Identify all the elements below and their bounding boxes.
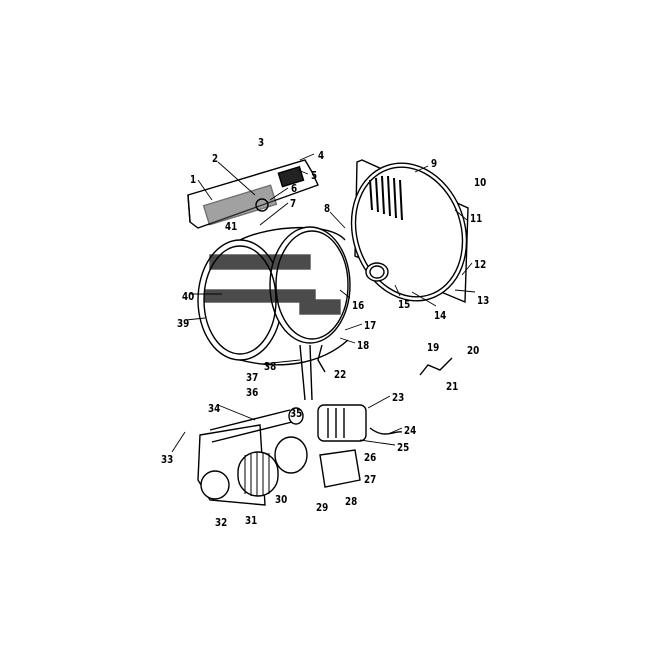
callout-33: 33: [161, 453, 174, 466]
rear-bulkhead: [350, 159, 469, 304]
callout-14: 14: [434, 309, 447, 322]
leader-lines: [171, 153, 476, 453]
callout-6: 6: [291, 182, 298, 195]
callout-29: 29: [316, 501, 329, 514]
callout-34: 34: [208, 402, 221, 415]
callout-4: 4: [318, 149, 325, 162]
callout-30: 30: [275, 493, 288, 506]
callout-23: 23: [392, 391, 405, 404]
callout-7: 7: [290, 197, 297, 210]
callout-25: 25: [397, 441, 410, 454]
callout-2: 2: [212, 152, 219, 165]
callout-3: 3: [258, 136, 265, 149]
callout-20: 20: [467, 344, 480, 357]
callout-39: 39: [177, 317, 190, 330]
callout-13: 13: [477, 294, 490, 307]
callout-35: 35: [290, 407, 303, 420]
callout-19: 19: [427, 341, 440, 354]
callout-22: 22: [334, 368, 347, 381]
idler-hardware: [299, 344, 453, 401]
callout-12: 12: [474, 258, 487, 271]
control-console: [187, 159, 319, 229]
callout-37: 37: [246, 371, 259, 384]
callout-9: 9: [431, 157, 438, 170]
callout-40: 40: [182, 290, 195, 303]
drum: [197, 226, 351, 366]
callout-21: 21: [446, 380, 459, 393]
callout-11: 11: [470, 212, 483, 225]
callout-1: 1: [190, 173, 197, 186]
callout-31: 31: [245, 514, 258, 527]
callout-24: 24: [404, 424, 417, 437]
callout-36: 36: [246, 386, 259, 399]
callout-41: 41: [225, 220, 238, 233]
callout-27: 27: [364, 473, 377, 486]
callout-32: 32: [215, 516, 228, 529]
callout-10: 10: [474, 176, 487, 189]
callout-5: 5: [311, 169, 318, 182]
callout-18: 18: [357, 339, 370, 352]
callout-17: 17: [364, 319, 377, 332]
callout-26: 26: [364, 451, 377, 464]
callout-16: 16: [352, 299, 365, 312]
motor-blower-assembly: [197, 404, 403, 506]
callout-38: 38: [264, 360, 277, 373]
callout-15: 15: [398, 298, 411, 311]
callout-8: 8: [324, 202, 331, 215]
callout-28: 28: [345, 495, 358, 508]
